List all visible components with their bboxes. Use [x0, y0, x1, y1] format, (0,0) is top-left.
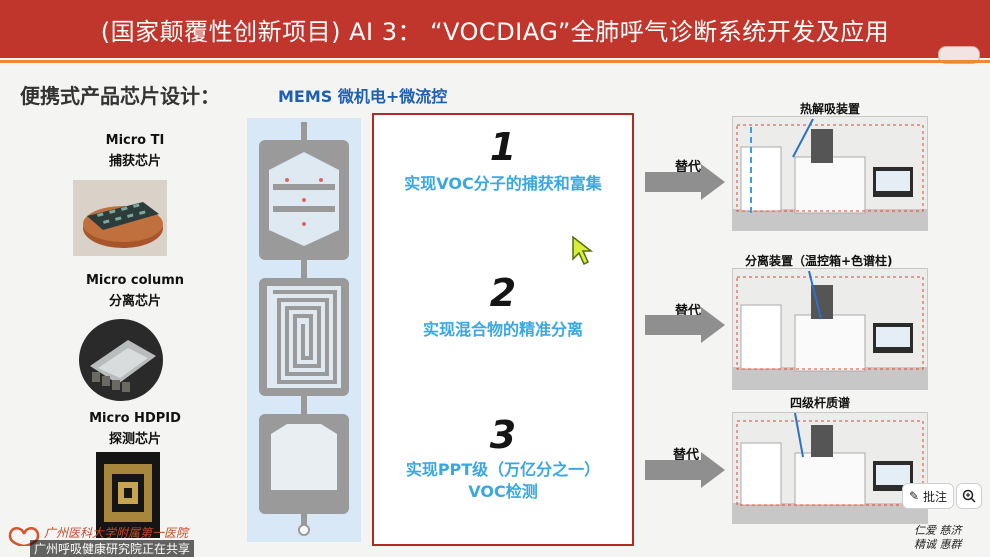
micro-column-chip-image [79, 319, 163, 401]
instrument-caption-3: 四级杆质谱 [790, 396, 851, 410]
separation-device-photo [732, 268, 928, 390]
subtitle-technology: MEMS 微机电+微流控 [278, 87, 448, 106]
step-3-number: 3 [489, 413, 517, 457]
zoom-in-button[interactable] [956, 483, 982, 509]
corner-logo [938, 46, 980, 64]
chip-label-micro-ti: Micro TI 捕获芯片 [105, 133, 165, 169]
hospital-logo-icon [8, 527, 40, 546]
step-2-number: 2 [489, 271, 517, 315]
title-divider [0, 60, 990, 63]
slide-subtitle: 便携式产品芯片设计： [20, 84, 220, 108]
screen-share-status: 广州呼吸健康研究院正在共享 [30, 540, 195, 557]
replace-label-1: 替代 [675, 160, 702, 175]
slide-title-bar: (国家颠覆性创新项目) AI 3： “VOCDIAG”全肺呼气诊断系统开发及应用 [0, 0, 990, 58]
instrument-caption-1: 热解吸装置 [800, 102, 861, 116]
step-2-text: 实现混合物的精准分离 [422, 320, 583, 339]
micro-ti-chip-image [73, 180, 167, 256]
mouse-cursor-icon [572, 235, 594, 266]
annotate-button[interactable]: ✎ 批注 [902, 483, 954, 509]
right-arrow-icon [645, 164, 725, 200]
chip-label-micro-column: Micro column 分离芯片 [85, 273, 185, 309]
replace-label-3: 替代 [673, 448, 700, 463]
slide-title: (国家颠覆性创新项目) AI 3： “VOCDIAG”全肺呼气诊断系统开发及应用 [100, 17, 890, 46]
process-steps-box: 1 实现VOC分子的捕获和富集 2 实现混合物的精准分离 3 实现PPT级（万亿… [372, 113, 634, 546]
right-arrow-icon [645, 452, 725, 488]
step-3-text: 实现PPT级（万亿分之一） VOC检测 [405, 460, 601, 501]
step-1-text: 实现VOC分子的捕获和富集 [404, 174, 602, 193]
micro-hdpid-chip-image [96, 452, 160, 538]
microfluidic-chip-tiles [247, 118, 361, 542]
step-1-number: 1 [489, 125, 517, 169]
slide-footer: 广州医科大学附属第一医院 仁爱 慈济 精诚 惠群 [0, 520, 990, 554]
chip-label-micro-hdpid: Micro HDPID 探测芯片 [89, 411, 181, 447]
hospital-motto-seal: 仁爱 慈济 精诚 惠群 [914, 524, 962, 551]
zoom-in-icon [962, 489, 976, 503]
pen-icon: ✎ [908, 489, 920, 503]
quadrupole-ms-photo [732, 412, 928, 524]
right-arrow-icon [645, 307, 725, 343]
thermal-desorption-photo [732, 116, 928, 231]
hospital-logo-text: 广州医科大学附属第一医院 [44, 526, 189, 540]
instrument-caption-2: 分离装置（温控箱+色谱柱) [745, 254, 893, 268]
